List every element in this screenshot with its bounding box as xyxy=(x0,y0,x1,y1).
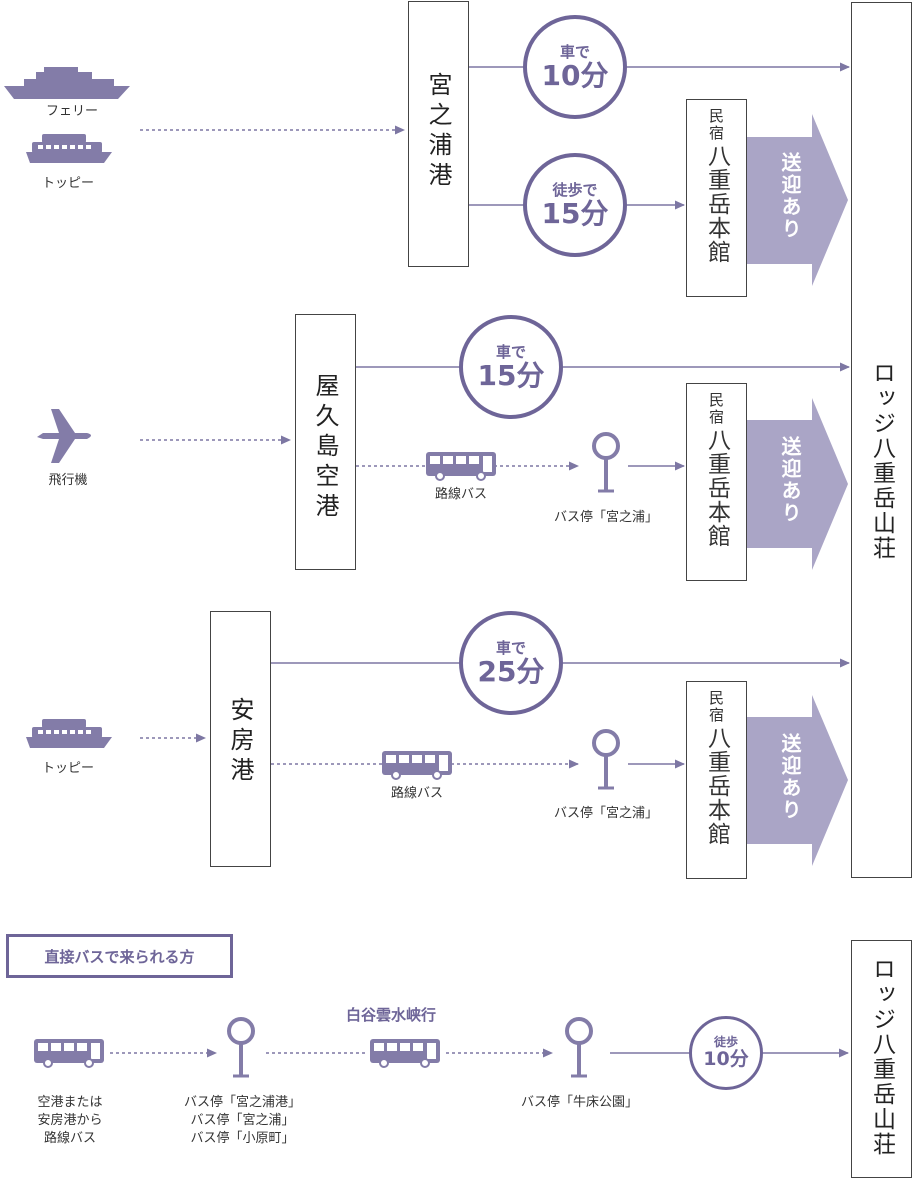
anbo-port-name: 安房港 xyxy=(226,697,254,787)
pickup-arrow-1 xyxy=(746,114,848,286)
minshuku-small-label-2: 民宿 xyxy=(707,392,725,426)
miyanoura-port-name: 宮之浦港 xyxy=(424,72,452,192)
car-time-cap-3: 車で xyxy=(495,639,526,658)
walk-time-num: 15分 xyxy=(541,196,609,230)
bus-icon-2 xyxy=(382,751,452,780)
direct-origin-label: 空港または 安房港から 路線バス xyxy=(14,1094,126,1149)
anbo-port-box: 安房港 xyxy=(210,611,271,867)
direct-bus-section-title: 直接バスで来られる方 xyxy=(6,934,233,978)
minshuku-name-2: 八重岳本館 xyxy=(703,428,730,548)
minshuku-box-2: 民宿八重岳本館 xyxy=(686,383,747,581)
car-time-cap-1: 車で xyxy=(559,43,590,62)
lodge-name-2: ロッジ八重岳山荘 xyxy=(868,957,895,1157)
route-bus-label-2: 路線バス xyxy=(390,786,443,801)
car-time-num-1: 10分 xyxy=(541,58,609,92)
direct-stop-line-3: バス停「小原町」 xyxy=(190,1131,295,1147)
plane-label: 飛行機 xyxy=(48,473,88,488)
direct-origin-line-3: 路線バス xyxy=(43,1131,96,1147)
direct-stop-line-2: バス停「宮之浦」 xyxy=(190,1113,295,1129)
minshuku-small-label-3: 民宿 xyxy=(707,690,725,724)
minshuku-name: 八重岳本館 xyxy=(703,144,730,264)
bus-stop-label: バス停「宮之浦」 xyxy=(553,510,658,525)
pickup-arrow-3 xyxy=(746,695,848,866)
lodge-box-2: ロッジ八重岳山荘 xyxy=(851,940,912,1178)
toppy-label: トッピー xyxy=(41,176,94,191)
direct-stop2-label: バス停「牛床公園」 xyxy=(520,1095,638,1110)
bus-stop-icon-4 xyxy=(565,1017,593,1078)
car-time-circle-1: 車で 10分 xyxy=(523,15,627,119)
direct-walk-cap: 徒歩 xyxy=(713,1035,738,1050)
lodge-name: ロッジ八重岳山荘 xyxy=(868,361,895,561)
minshuku-name-3: 八重岳本館 xyxy=(703,726,730,846)
bus-icon-4 xyxy=(370,1039,440,1068)
toppy-label-2: トッピー xyxy=(41,761,94,776)
bus-stop-icon xyxy=(592,432,620,493)
ferry-icon xyxy=(4,67,130,99)
bus-icon-3 xyxy=(34,1039,104,1068)
minshuku-box-3: 民宿八重岳本館 xyxy=(686,681,747,879)
pickup-arrow-2 xyxy=(746,398,848,570)
walk-time-cap: 徒歩で xyxy=(552,181,598,200)
direct-route-name: 白谷雲水峡行 xyxy=(346,1006,437,1024)
toppy-icon xyxy=(26,134,112,163)
airplane-icon xyxy=(37,409,91,463)
walk-time-circle: 徒歩で 15分 xyxy=(523,153,627,257)
miyanoura-port-box: 宮之浦港 xyxy=(408,1,469,267)
airport-name: 屋久島空港 xyxy=(311,373,339,523)
direct-walk-num: 10分 xyxy=(703,1047,749,1070)
toppy-icon-2 xyxy=(26,719,112,748)
direct-origin-line-1: 空港または xyxy=(37,1095,103,1110)
ferry-label: フェリー xyxy=(45,104,98,119)
bus-stop-label-2: バス停「宮之浦」 xyxy=(553,806,658,821)
route-bus-label: 路線バス xyxy=(434,487,487,502)
pickup-label-1: 送迎あり xyxy=(778,152,802,240)
car-time-circle-3: 車で 25分 xyxy=(459,611,563,715)
car-time-cap-2: 車で xyxy=(495,343,526,362)
minshuku-small-label: 民宿 xyxy=(707,108,725,142)
lodge-box: ロッジ八重岳山荘 xyxy=(851,2,912,878)
minshuku-box-1: 民宿八重岳本館 xyxy=(686,99,747,297)
pickup-label-2: 送迎あり xyxy=(778,436,802,524)
car-time-circle-2: 車で 15分 xyxy=(459,315,563,419)
pickup-label-3: 送迎あり xyxy=(778,733,802,821)
direct-walk-time-circle: 徒歩 10分 xyxy=(689,1016,763,1090)
bus-stop-icon-3 xyxy=(227,1017,255,1078)
direct-origin-line-2: 安房港から xyxy=(37,1113,103,1129)
bus-stop-icon-2 xyxy=(592,729,620,790)
direct-stop-line-1: バス停「宮之浦港」 xyxy=(183,1095,301,1110)
car-time-num-2: 15分 xyxy=(477,358,545,392)
airport-box: 屋久島空港 xyxy=(295,314,356,570)
direct-stop-label: バス停「宮之浦港」 バス停「宮之浦」 バス停「小原町」 xyxy=(170,1094,315,1149)
bus-icon xyxy=(426,452,496,481)
car-time-num-3: 25分 xyxy=(477,654,545,688)
